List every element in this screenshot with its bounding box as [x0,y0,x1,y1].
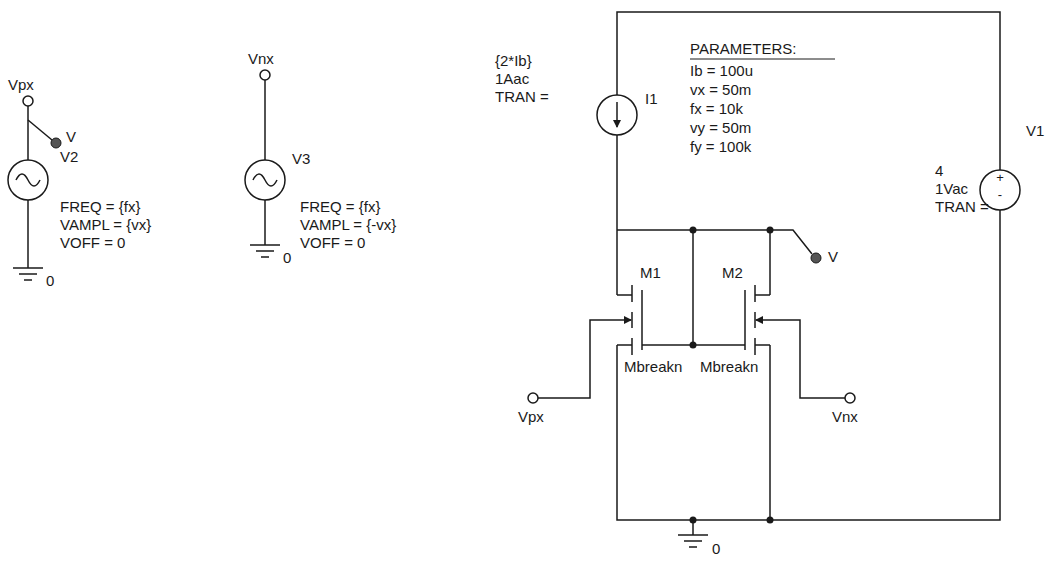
sine-source-symbol [8,160,48,200]
ground-symbol [684,540,702,542]
model-name: Mbreakn [700,358,758,375]
net-name: Vnx [832,408,858,425]
wire [27,106,29,160]
mosfet-channel [754,338,756,355]
wire [264,200,266,245]
part-name: I1 [645,90,658,107]
sine-wave [253,174,277,186]
ground-symbol [678,534,708,536]
wire [264,80,266,160]
mosfet-source [617,344,632,346]
wire [538,320,600,398]
junction-dot [690,517,697,524]
port-pin [260,70,270,80]
part-name: M2 [722,264,743,281]
sine-source-symbol [245,160,285,200]
junction-dot [767,227,774,234]
port-pin [528,393,538,403]
source-value: 1Aac [495,70,529,87]
mosfet-body [600,319,631,321]
wire [617,12,1000,170]
source-value: FREQ = {fx} [300,198,380,215]
polarity-mark: - [998,188,1002,202]
param-heading: PARAMETERS: [690,40,796,57]
ground-symbol [256,250,274,252]
source-value: 1Vac [935,180,968,197]
voltage-probe [811,253,821,263]
param-value: vy = 50m [690,119,751,136]
wire [27,200,29,268]
net-name: Vpx [518,408,544,425]
mosfet-body [756,319,787,321]
part-name: V2 [60,148,78,165]
polarity-mark: + [996,171,1004,185]
port-pin [23,96,33,106]
mosfet-gate [744,290,746,350]
source-value: {2*Ib} [495,52,532,69]
ground-symbol [689,546,697,548]
mosfet-drain [755,294,770,296]
wire [616,135,618,295]
wire [769,345,771,520]
ground-symbol [250,244,280,246]
ground-name: 0 [712,540,720,557]
mosfet-channel [631,338,633,355]
model-name: Mbreakn [624,358,682,375]
port-pin [845,393,855,403]
param-value: Ib = 100u [690,62,753,79]
junction-dot [690,342,697,349]
wire [617,210,1000,520]
probe-leader [28,120,52,140]
junction-dot [690,227,697,234]
mosfet-channel [754,312,756,328]
param-value: fy = 100k [690,138,751,155]
voltage-probe [51,138,61,148]
probe-label: V [828,248,838,265]
mosfet-drain [617,294,632,296]
ground-name: 0 [46,272,54,289]
wire [617,230,812,254]
param-value: vx = 50m [690,81,751,98]
part-name: V1 [1026,122,1044,139]
mosfet-channel [754,285,756,302]
ground-symbol [13,267,43,269]
net-name: Vpx [8,76,34,93]
part-name: V3 [292,150,310,167]
ground-symbol [261,256,269,258]
source-value: TRAN = [495,88,549,105]
junction-dot [767,517,774,524]
mosfet-channel [631,312,633,328]
mosfet-gate [641,290,643,350]
ground-symbol [19,273,37,275]
sine-wave [16,174,40,186]
mosfet-channel [631,285,633,302]
wire [692,230,694,345]
source-value: VAMPL = {-vx} [300,216,396,233]
source-value: TRAN = [935,198,989,215]
mosfet-source [755,344,770,346]
source-value: VOFF = 0 [60,234,125,251]
current-arrow [616,102,618,127]
ground-name: 0 [283,249,291,266]
probe-label: V [66,128,76,145]
part-name: M1 [640,264,661,281]
source-value: FREQ = {fx} [60,198,140,215]
wire [787,320,845,398]
param-value: fx = 10k [690,100,743,117]
ground-symbol [24,279,32,281]
source-value: VOFF = 0 [300,234,365,251]
current-source-symbol [597,95,637,135]
source-value: VAMPL = {vx} [60,216,151,233]
wire [769,230,771,295]
source-value: 4 [935,162,943,179]
net-name: Vnx [248,50,274,67]
underline [690,59,835,60]
